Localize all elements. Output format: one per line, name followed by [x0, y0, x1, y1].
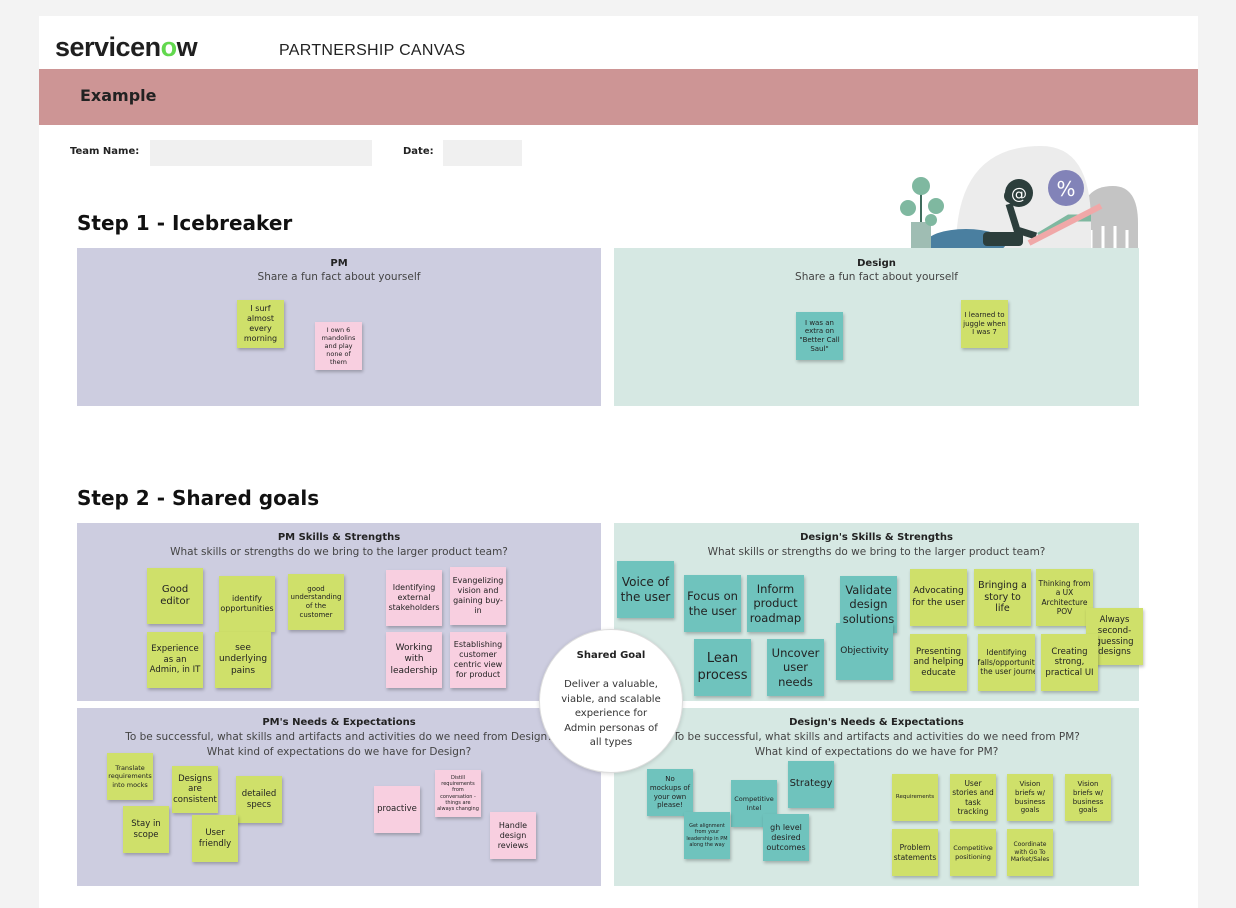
- sticky-note[interactable]: User friendly: [192, 815, 238, 862]
- sticky-note[interactable]: Voice of the user: [617, 561, 674, 618]
- sticky-note[interactable]: Inform product roadmap: [747, 575, 804, 632]
- design-skills-zone: Design's Skills & Strengths What skills …: [614, 523, 1143, 701]
- zone-title: PM Skills & Strengths: [277, 532, 401, 543]
- sticky-note[interactable]: Evangelizing vision and gaining buy-in: [450, 567, 506, 625]
- zone-title: Design's Skills & Strengths: [800, 532, 953, 543]
- sticky-note[interactable]: Coordinate with Go To Market/Sales: [1007, 829, 1053, 876]
- team-name-field[interactable]: [150, 140, 372, 166]
- sticky-note[interactable]: Thinking from a UX Architecture POV: [1036, 569, 1093, 626]
- zone-subtitle: What kind of expectations do we have for…: [754, 746, 999, 758]
- zone-subtitle: To be successful, what skills and artifa…: [125, 731, 553, 743]
- sticky-note[interactable]: I learned to juggle when I was 7: [961, 300, 1008, 348]
- zone-title: PM's Needs & Expectations: [262, 717, 416, 728]
- sticky-note[interactable]: Advocating for the user: [910, 569, 967, 626]
- zone-title: PM: [330, 258, 348, 269]
- sticky-note[interactable]: see underlying pains: [215, 632, 271, 688]
- sticky-note[interactable]: Bringing a story to life: [974, 569, 1031, 626]
- sticky-note[interactable]: detailed specs: [236, 776, 282, 823]
- svg-text:@: @: [1011, 184, 1027, 203]
- sticky-note[interactable]: Strategy: [788, 761, 834, 808]
- banner-label: Example: [80, 86, 157, 105]
- sticky-note[interactable]: Stay in scope: [123, 806, 169, 853]
- pm-skills-zone: PM Skills & Strengths What skills or str…: [77, 523, 601, 701]
- zone-title: Design's Needs & Expectations: [789, 717, 964, 728]
- sticky-note[interactable]: identify opportunities: [219, 576, 275, 632]
- sticky-note[interactable]: I was an extra on "Better Call Saul": [796, 312, 843, 360]
- sticky-note[interactable]: Working with leadership: [386, 632, 442, 688]
- sticky-note[interactable]: Presenting and helping educate: [910, 634, 967, 691]
- step1-heading: Step 1 - Icebreaker: [77, 211, 293, 235]
- sticky-note[interactable]: Translate requirements into mocks: [107, 753, 153, 800]
- zone-title: Design: [857, 258, 896, 269]
- sticky-note[interactable]: good understanding of the customer: [288, 574, 344, 630]
- date-label: Date:: [403, 146, 434, 157]
- canvas-title: PARTNERSHIP CANVAS: [279, 42, 466, 59]
- zone-subtitle: What skills or strengths do we bring to …: [707, 546, 1046, 558]
- step2-heading: Step 2 - Shared goals: [77, 486, 320, 510]
- sticky-note[interactable]: Experience as an Admin, in IT: [147, 632, 203, 688]
- sticky-note[interactable]: I own 6 mandolins and play none of them: [315, 322, 362, 370]
- sticky-note[interactable]: Identifying external stakeholders: [386, 570, 442, 626]
- shared-goal-circle: Shared Goal Deliver a valuable, viable, …: [539, 629, 683, 773]
- sticky-note[interactable]: Creating strong, practical UI: [1041, 634, 1098, 691]
- team-name-label: Team Name:: [70, 146, 140, 157]
- sticky-note[interactable]: Handle design reviews: [490, 812, 536, 859]
- sticky-note[interactable]: Good editor: [147, 568, 203, 624]
- sticky-note[interactable]: I surf almost every morning: [237, 300, 284, 348]
- zone-subtitle: Share a fun fact about yourself: [257, 271, 421, 283]
- zone-subtitle: What kind of expectations do we have for…: [206, 746, 472, 758]
- sticky-note[interactable]: Objectivity: [836, 623, 893, 680]
- icebreaker-design-zone: Design Share a fun fact about yourself I…: [614, 248, 1139, 406]
- sticky-note[interactable]: Establishing customer centric view for p…: [450, 632, 506, 688]
- zone-subtitle: Share a fun fact about yourself: [795, 271, 958, 283]
- servicenow-logo: servicenow: [55, 32, 198, 62]
- shared-goal-text: Deliver a valuable, viable, and scalable…: [561, 679, 661, 748]
- sticky-note[interactable]: proactive: [374, 786, 420, 833]
- canvas-board: servicenow PARTNERSHIP CANVAS Example Te…: [39, 16, 1198, 908]
- people-illustration: @ %: [900, 146, 1138, 248]
- sticky-note[interactable]: Competitive positioning: [950, 829, 996, 876]
- sticky-note[interactable]: Identifying pitfalls/opportunities in th…: [978, 634, 1035, 691]
- icebreaker-pm-zone: PM Share a fun fact about yourself I sur…: [77, 248, 601, 406]
- sticky-note[interactable]: Uncover user needs: [767, 639, 824, 696]
- sticky-note[interactable]: gh level desired outcomes: [763, 814, 809, 861]
- sticky-note[interactable]: Distill requirements from conversation -…: [435, 770, 481, 817]
- shared-goal-title: Shared Goal: [576, 650, 646, 661]
- zone-subtitle: To be successful, what skills and artifa…: [673, 731, 1080, 743]
- zone-subtitle: What skills or strengths do we bring to …: [170, 546, 508, 558]
- sticky-note[interactable]: Designs are consistent: [172, 766, 218, 813]
- sticky-note[interactable]: Focus on the user: [684, 575, 741, 632]
- example-banner: Example: [39, 69, 1198, 125]
- pm-needs-zone: PM's Needs & Expectations To be successf…: [77, 708, 601, 886]
- svg-text:%: %: [1056, 177, 1075, 201]
- sticky-note[interactable]: Requirements: [892, 774, 938, 821]
- sticky-note[interactable]: Vision briefs w/ business goals: [1007, 774, 1053, 821]
- sticky-note[interactable]: Get alignment from your leadership in PM…: [684, 812, 730, 859]
- sticky-note[interactable]: User stories and task tracking: [950, 774, 996, 821]
- design-needs-zone: Design's Needs & Expectations To be succ…: [614, 708, 1139, 886]
- sticky-note[interactable]: Problem statements: [892, 829, 938, 876]
- sticky-note[interactable]: Vision briefs w/ business goals: [1065, 774, 1111, 821]
- date-field[interactable]: [443, 140, 522, 166]
- sticky-note[interactable]: No mockups of your own please!: [647, 769, 693, 816]
- sticky-note[interactable]: Lean process: [694, 639, 751, 696]
